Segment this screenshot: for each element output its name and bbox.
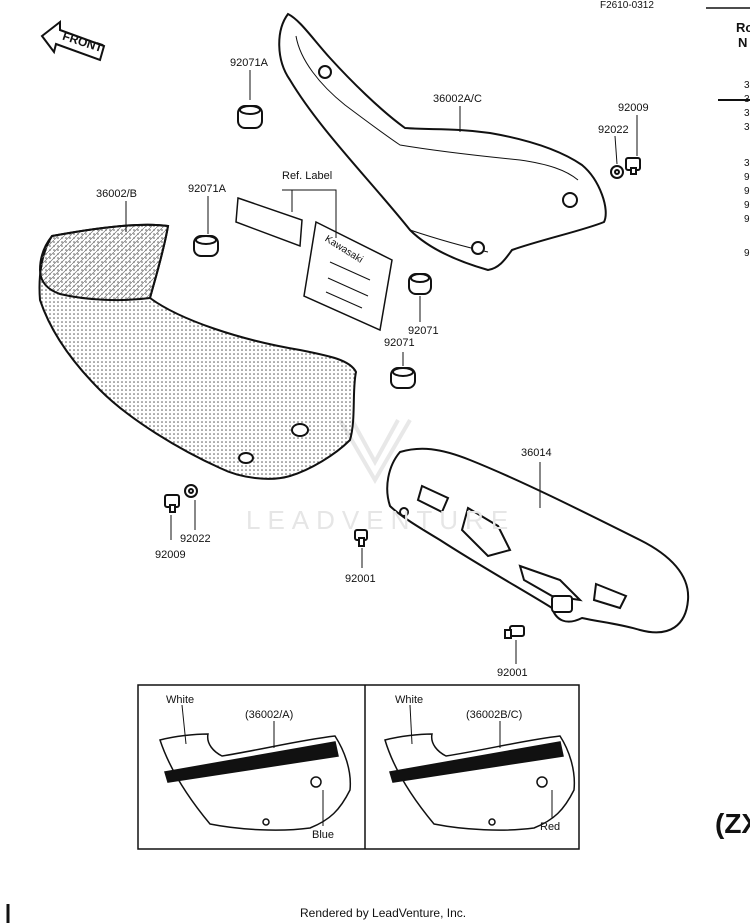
bolt-92009-top [625,157,641,175]
label-92071-a: 92071 [408,325,439,337]
footer-credit: Rendered by LeadVenture, Inc. [300,906,467,920]
bolt-92001-b [504,625,525,639]
grommet-92071a-top [237,105,263,129]
table-row-digit: 3 [744,122,750,133]
mount-bosses [318,65,578,255]
label-ref-label: Ref. Label [282,170,333,182]
leader-lines [125,70,638,664]
inset-right-white: White [395,694,424,706]
label-36002ac: 36002A/C [433,93,482,105]
table-title-2: N [738,35,748,50]
watermark-text: LEADVENTURE [246,505,516,535]
bolt-92001-a [354,529,368,547]
label-92071a-mid: 92071A [188,183,226,195]
grommet-92071a-mid [193,235,219,257]
table-row-digit: 3 [744,158,750,169]
side-cover-left [38,223,358,480]
washer-92022-bot [184,484,198,498]
inset-right-color: Red [540,821,561,833]
label-36002b: 36002/B [96,188,137,200]
label-92001-b: 92001 [497,667,528,679]
front-arrow-icon [40,19,106,62]
ref-label-strip [235,196,303,248]
table-row-digit: 9 [744,214,750,225]
table-row-digit: 9 [744,172,750,183]
model-tag: (ZX [715,808,750,839]
washer-92022-top [610,165,624,179]
inset-frame [137,684,580,850]
label-92022-top: 92022 [598,124,629,136]
chain-cover-36014 [386,447,690,634]
inset-right-cover [384,733,576,831]
inset-left-white: White [166,694,195,706]
table-title-1: Ro [736,20,750,35]
label-92071a-top: 92071A [230,57,268,69]
inset-leaders [181,704,553,826]
ref-label-leader [282,189,337,238]
table-row-digit: 3 [744,94,750,105]
table-row-digit: 9 [744,248,750,259]
inset-right-part: (36002B/C) [466,709,523,721]
table-row-digit: 3 [744,80,750,91]
inset-left-part: (36002/A) [245,709,294,721]
table-row-digit: 9 [744,200,750,211]
watermark-emblem [338,418,412,484]
inset-left-color: Blue [312,829,335,841]
label-92001-a: 92001 [345,573,376,585]
label-92071-b: 92071 [384,337,415,349]
bolt-92009-bot [164,494,180,513]
label-36014: 36014 [521,447,552,459]
inset-left-cover [159,733,352,831]
grommet-92071-a [408,273,432,295]
table-row-digit: 3 [744,108,750,119]
label-92009-bot: 92009 [155,549,186,561]
ref-label-decal [303,220,393,332]
label-92022-bot: 92022 [180,533,211,545]
grommet-92071-b [390,367,416,389]
drawing-code: F2610-0312 [600,0,654,11]
label-92009-top: 92009 [618,102,649,114]
table-row-digit: 9 [744,186,750,197]
